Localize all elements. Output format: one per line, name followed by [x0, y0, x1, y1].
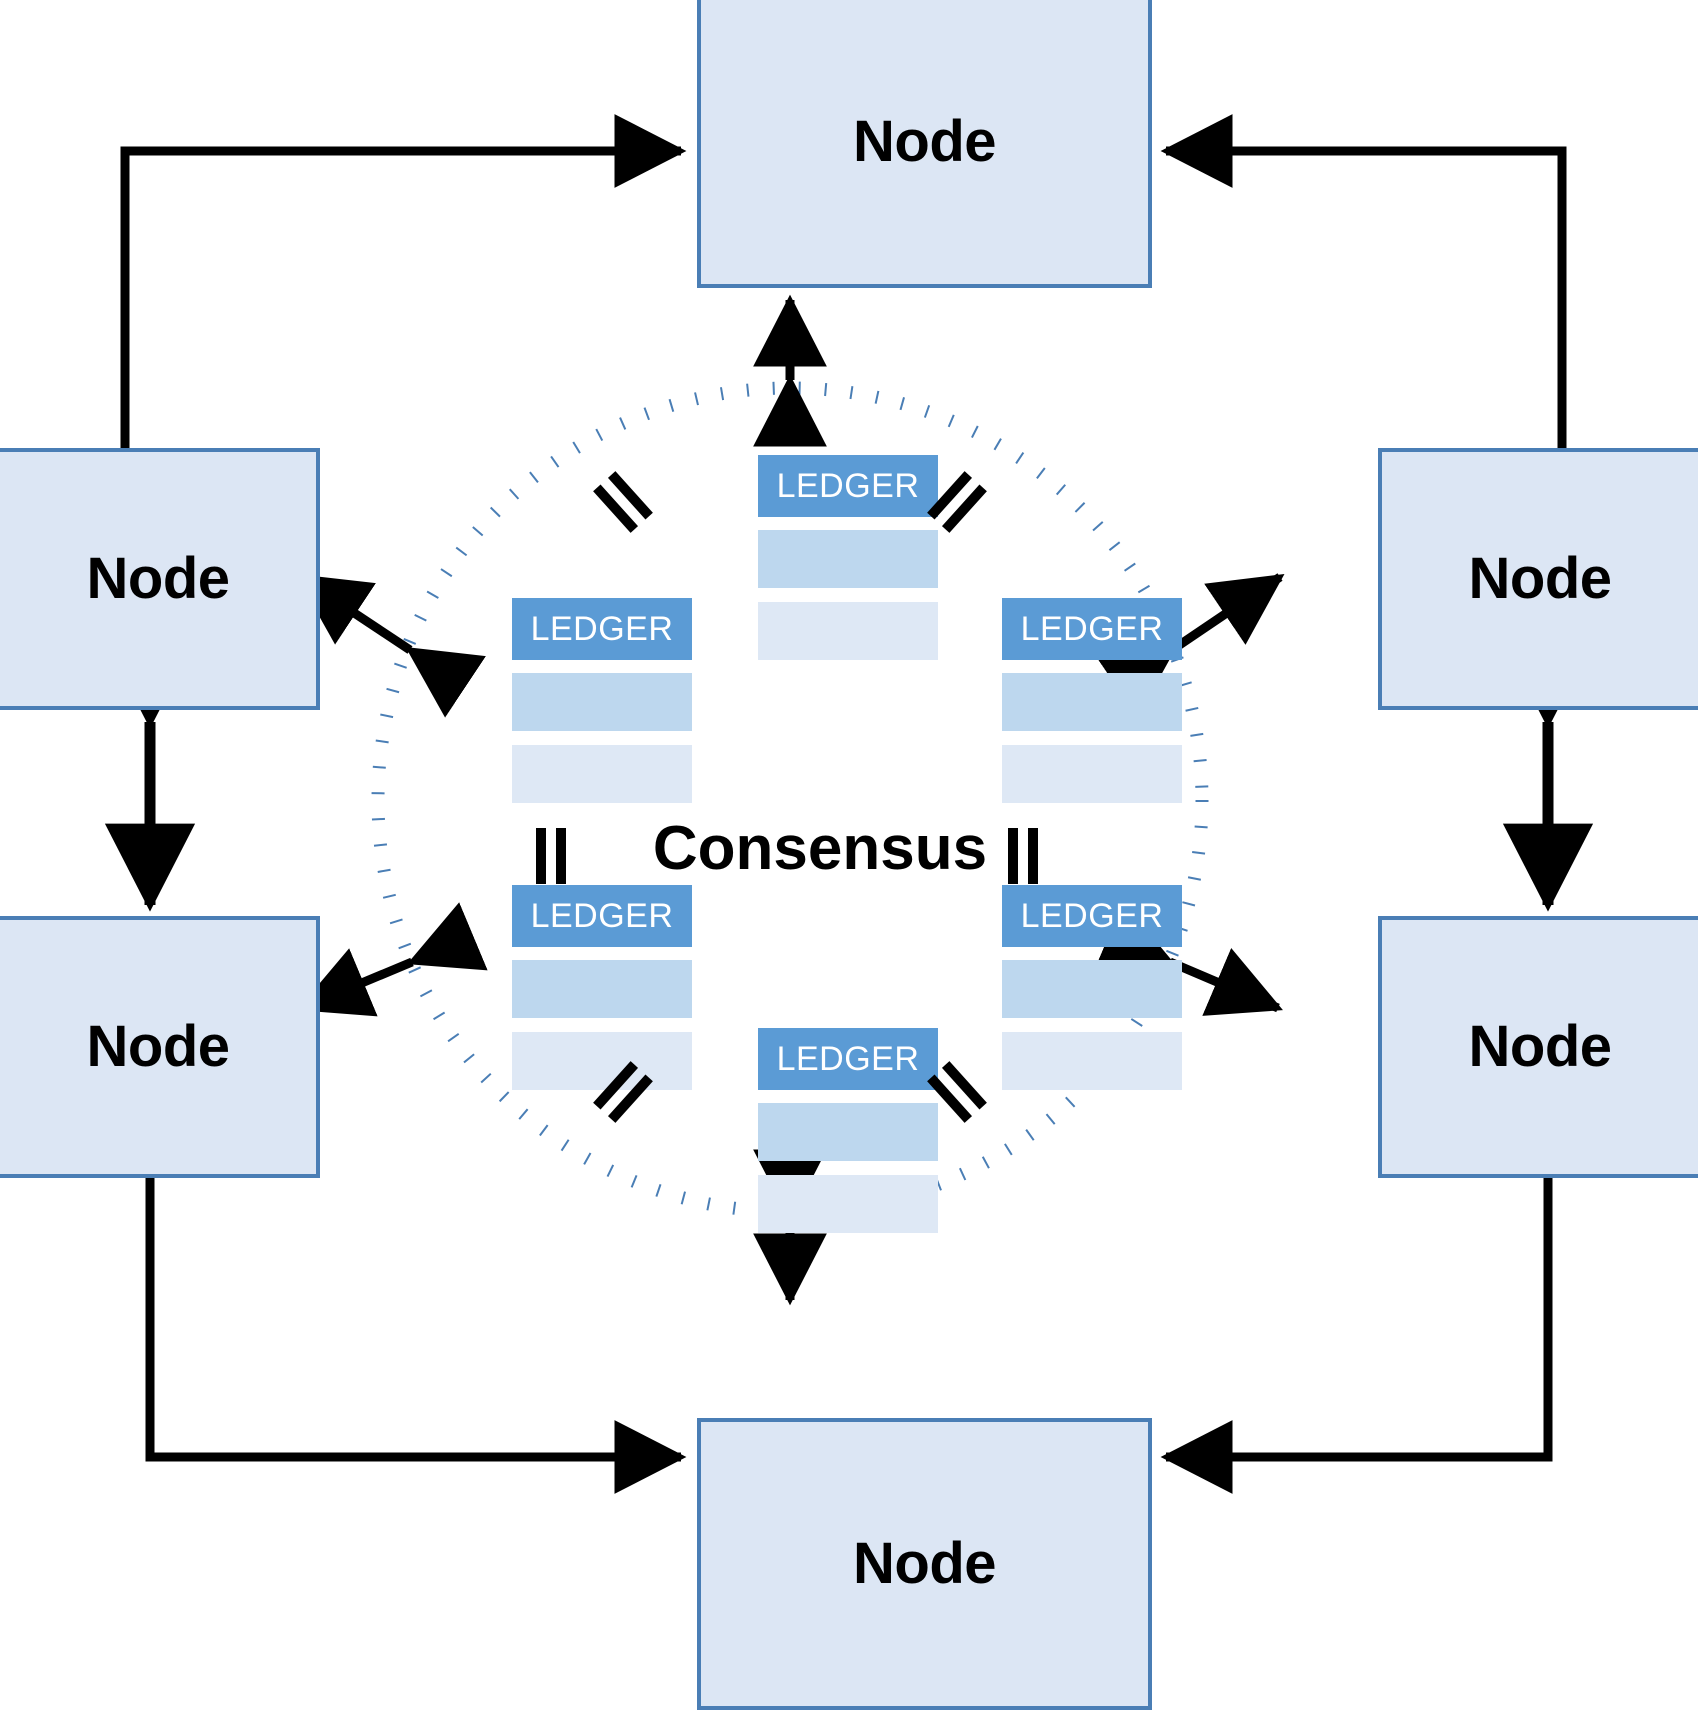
ledger-card-upper-right[interactable]: LEDGER	[1002, 598, 1182, 803]
ledger-row-1	[512, 960, 692, 1018]
arrow-consensus-right-upper	[1096, 573, 1285, 718]
arrow-right-upper-to-top	[1160, 114, 1567, 448]
node-box-left-upper[interactable]: Node	[0, 448, 320, 710]
equals-mark-mid-right	[1000, 828, 1046, 884]
arrow-left-lower-to-bottom	[145, 1178, 687, 1494]
ledger-header: LEDGER	[758, 455, 938, 517]
ledger-card-upper-left[interactable]: LEDGER	[512, 598, 692, 803]
ledger-row-1	[1002, 673, 1182, 731]
ledger-card-bottom[interactable]: LEDGER	[758, 1028, 938, 1233]
node-label: Node	[86, 1014, 231, 1079]
arrow-consensus-right-lower	[1094, 901, 1283, 1016]
ledger-header: LEDGER	[512, 885, 692, 947]
ledger-card-lower-left[interactable]: LEDGER	[512, 885, 692, 1090]
consensus-label: Consensus	[652, 814, 988, 883]
ledger-header: LEDGER	[512, 598, 692, 660]
ledger-card-lower-right[interactable]: LEDGER	[1002, 885, 1182, 1090]
ledger-row-1	[758, 530, 938, 588]
ledger-row-2	[1002, 745, 1182, 803]
ledger-row-1	[512, 673, 692, 731]
ledger-row-2	[758, 1175, 938, 1233]
node-box-bottom[interactable]: Node	[697, 1418, 1152, 1710]
node-box-right-upper[interactable]: Node	[1378, 448, 1698, 710]
ledger-row-2	[1002, 1032, 1182, 1090]
arrow-left-upper-to-top	[120, 114, 687, 448]
ledger-row-2	[758, 602, 938, 660]
node-label: Node	[853, 109, 997, 174]
ledger-header: LEDGER	[758, 1028, 938, 1090]
ledger-header: LEDGER	[1002, 885, 1182, 947]
node-box-left-lower[interactable]: Node	[0, 916, 320, 1178]
node-label: Node	[1468, 546, 1613, 611]
ledger-row-1	[1002, 960, 1182, 1018]
ledger-card-top[interactable]: LEDGER	[758, 455, 938, 660]
equals-mark-mid-left	[528, 828, 574, 884]
ledger-row-1	[758, 1103, 938, 1161]
node-label: Node	[1468, 1014, 1613, 1079]
ledger-row-2	[512, 1032, 692, 1090]
ledger-row-2	[512, 745, 692, 803]
node-label: Node	[853, 1531, 997, 1596]
arrow-right-lower-to-bottom	[1160, 1178, 1553, 1494]
node-label: Node	[86, 546, 231, 611]
ledger-header: LEDGER	[1002, 598, 1182, 660]
equals-mark-top-left	[587, 466, 659, 538]
node-box-top[interactable]: Node	[697, 0, 1152, 288]
node-box-right-lower[interactable]: Node	[1378, 916, 1698, 1178]
